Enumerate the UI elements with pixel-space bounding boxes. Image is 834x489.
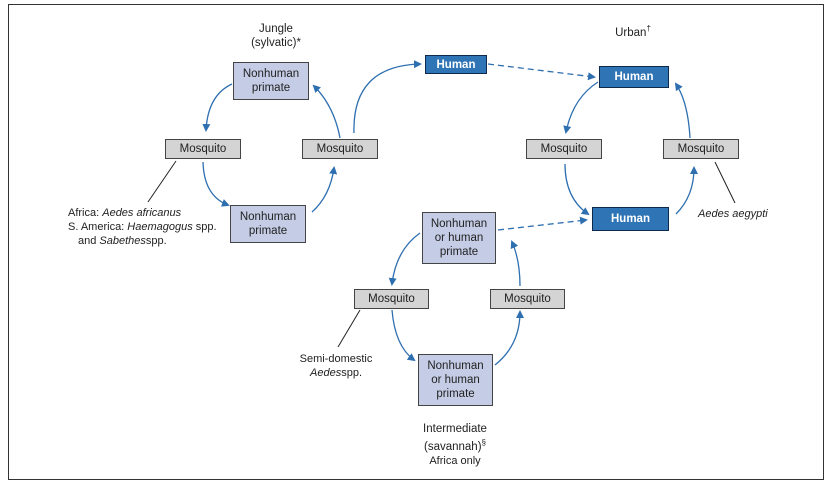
intermediate-mosquito-right: Mosquito <box>490 289 565 309</box>
urban-vector-species: Aedes aegypti <box>698 208 768 220</box>
intermediate-title-text: Intermediate <box>423 423 487 435</box>
intermediate-subtitle-text: (savannah) <box>424 440 482 453</box>
arrow-u-human-to-left-mosquito <box>563 81 599 134</box>
jungle-title: Jungle (sylvatic)* <box>236 22 316 50</box>
intermediate-vector-note: Semi-domestic Aedesspp. <box>296 352 376 380</box>
urban-mosquito-right: Mosquito <box>663 139 739 159</box>
urban-mosquito-left: Mosquito <box>526 139 602 159</box>
urban-title: Urban† <box>598 22 668 40</box>
and-text: and <box>78 235 100 247</box>
intermediate-footnote-mark: § <box>481 438 486 447</box>
africa-prefix: Africa: <box>68 207 103 219</box>
jungle-vector-note: Africa: Aedes africanus S. America: Haem… <box>60 206 230 248</box>
arrow-u-left-mosquito-to-bottom-human <box>564 163 590 216</box>
urban-human-top: Human <box>599 66 669 88</box>
urban-vector-note: Aedes aegypti <box>698 207 768 221</box>
human-node-top: Human <box>425 55 487 74</box>
intermediate-primate-top: Nonhuman or human primate <box>422 212 496 264</box>
south-america-species: Haemagogus <box>127 221 193 233</box>
arrow-jungle-to-human <box>353 60 422 134</box>
urban-title-text: Urban <box>615 26 647 39</box>
arrow-human-to-urban-human-dashed <box>487 63 596 81</box>
pointer-jungle-vector <box>147 160 177 203</box>
arrow-i-left-mosquito-to-bottom-primate <box>391 309 416 362</box>
south-america-prefix: S. America: <box>68 221 128 233</box>
arrow-i-primate-to-left-mosquito <box>388 232 421 286</box>
arrow-intermediate-to-urban-human-dashed <box>497 216 588 231</box>
jungle-title-text: Jungle <box>259 23 293 35</box>
sabethes-spp: spp. <box>145 235 167 247</box>
intermediate-primate-bottom: Nonhuman or human primate <box>418 354 493 406</box>
sabethes-species: Sabethes <box>99 235 146 247</box>
intermediate-note: Africa only <box>429 454 481 467</box>
arrow-i-bottom-primate-to-right-mosquito <box>494 310 524 366</box>
urban-footnote-mark: † <box>646 24 651 33</box>
africa-species: Aedes africanus <box>102 207 182 219</box>
arrow-j-primate-to-left-mosquito <box>202 83 233 132</box>
urban-human-bottom: Human <box>592 207 669 231</box>
diagram-frame <box>8 4 824 480</box>
arrow-j-right-mosquito-to-top-primate <box>312 84 341 139</box>
semi-domestic-text: Semi-domestic <box>299 353 373 365</box>
arrow-u-right-mosquito-to-top-human <box>674 82 691 139</box>
intermediate-vector-species: Aedes <box>310 367 342 379</box>
jungle-subtitle-text: (sylvatic)* <box>251 37 301 49</box>
jungle-primate-bottom: Nonhuman primate <box>230 205 306 243</box>
intermediate-mosquito-left: Mosquito <box>354 289 429 309</box>
arrow-u-bottom-human-to-right-mosquito <box>675 166 698 215</box>
jungle-mosquito-right: Mosquito <box>302 139 378 159</box>
pointer-urban-vector <box>714 161 736 204</box>
arrow-j-bottom-primate-to-right-mosquito <box>311 166 338 213</box>
arrow-i-right-mosquito-to-top-primate <box>510 240 521 287</box>
south-america-spp: spp. <box>192 221 217 233</box>
intermediate-title: Intermediate (savannah)§ Africa only <box>400 422 510 468</box>
pointer-intermediate-vector <box>337 309 361 348</box>
arrow-j-left-mosquito-to-bottom-primate <box>202 161 230 207</box>
jungle-primate-top: Nonhuman primate <box>233 62 309 100</box>
jungle-mosquito-left: Mosquito <box>165 139 241 159</box>
intermediate-vector-spp: spp. <box>341 367 362 379</box>
